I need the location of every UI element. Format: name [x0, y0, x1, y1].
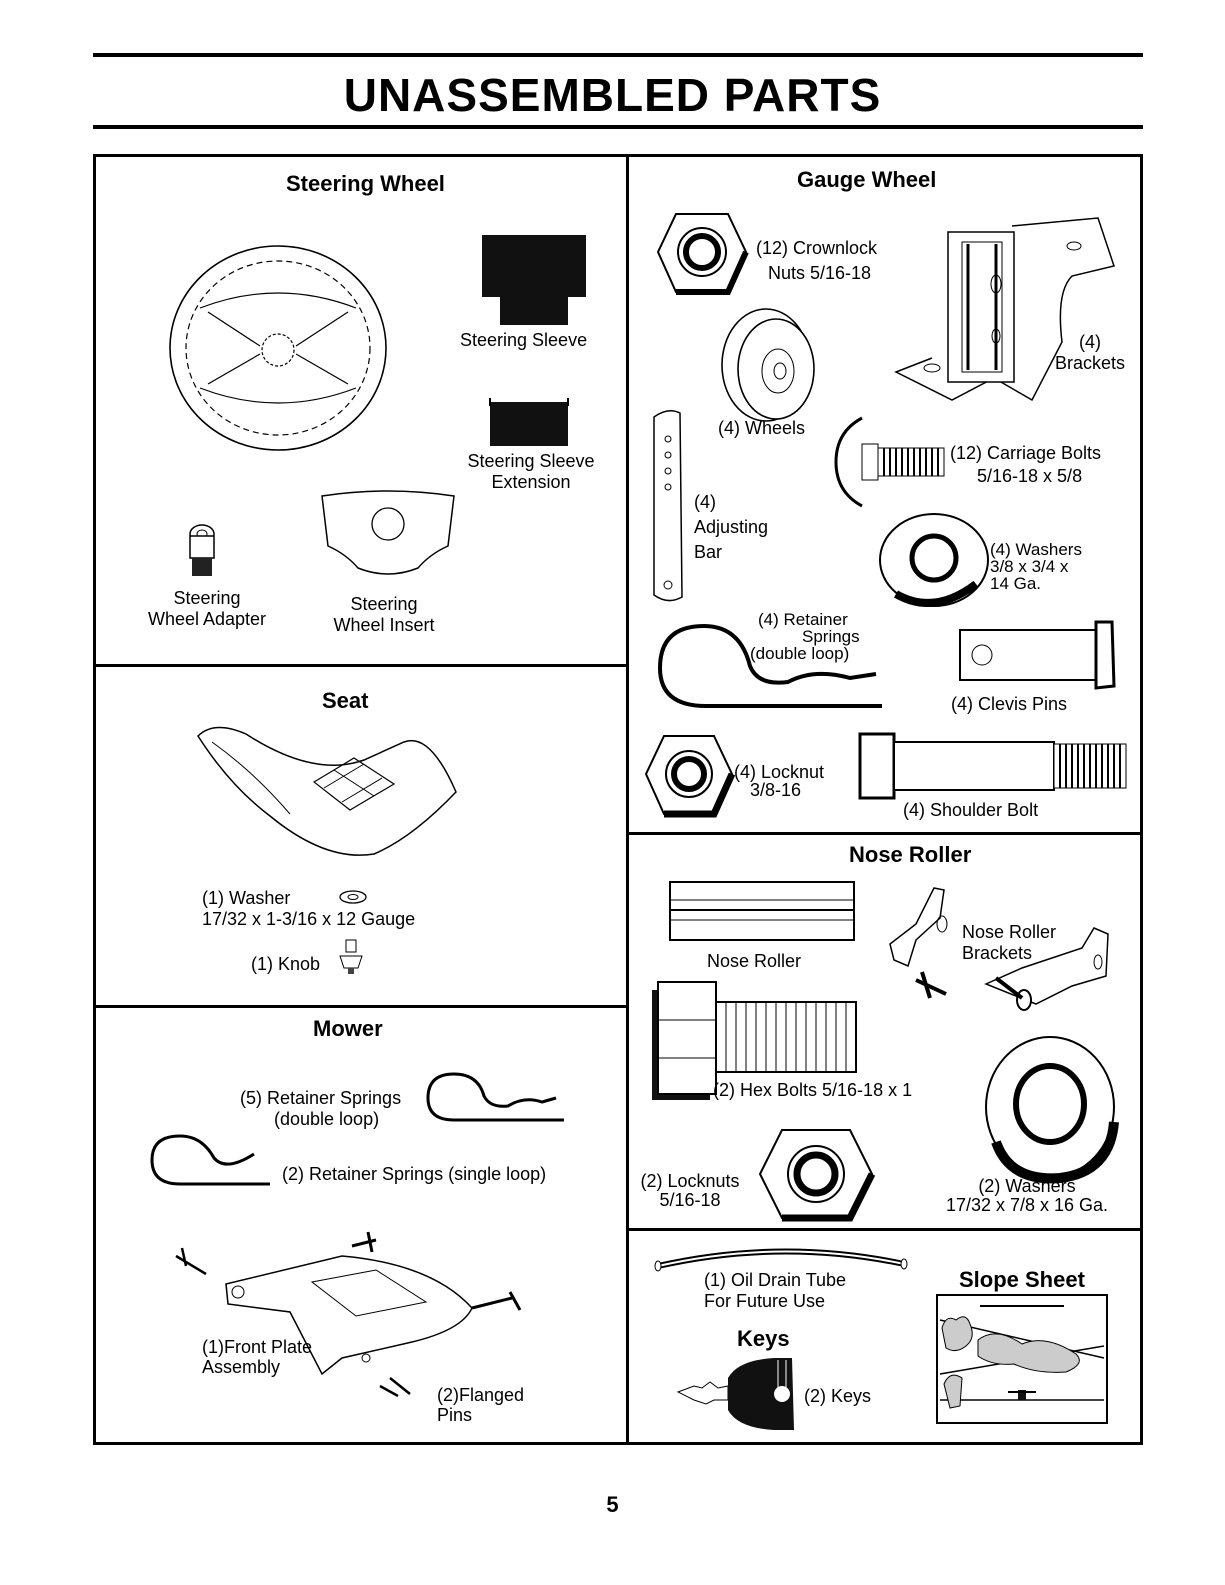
steering-wheel-illustration — [169, 245, 387, 451]
divider-steering-seat — [93, 664, 628, 667]
gauge-wheel-heading: Gauge Wheel — [797, 167, 937, 192]
gauge-bracket-illustration — [894, 217, 1115, 402]
gauge-washer-icon — [879, 513, 989, 607]
steering-sleeve-extension-icon — [489, 398, 569, 446]
seat-heading: Seat — [322, 688, 369, 713]
retainer-spring-double-icon — [426, 1072, 564, 1122]
gauge-wheel-icon — [721, 308, 815, 422]
parts-frame — [93, 154, 1143, 1445]
seat-washer-label: (1) Washer 17/32 x 1-3/16 x 12 Gauge — [202, 888, 416, 929]
seat-illustration — [197, 726, 457, 856]
slope-sheet-illustration — [936, 1294, 1108, 1424]
seat-knob-label: (1) Knob — [251, 954, 321, 974]
oil-drain-tube-label: (1) Oil Drain Tube For Future Use — [704, 1270, 847, 1311]
steering-wheel-insert-icon — [321, 490, 455, 575]
steering-sleeve-icon — [482, 235, 586, 325]
gauge-locknut-label: (4) Locknut 3/8-16 — [734, 762, 825, 800]
divider-seat-mower — [93, 1005, 628, 1008]
gauge-brackets-label: (4) Brackets — [1054, 332, 1126, 373]
steering-wheel-insert-label: Steering Wheel Insert — [333, 594, 435, 635]
crownlock-nuts-label: (12) Crownlock Nuts 5/16-18 — [756, 238, 878, 283]
washer-icon — [339, 890, 367, 904]
mower-retainer-single-label: (2) Retainer Springs (single loop) — [282, 1164, 547, 1184]
nose-washer-icon — [985, 1036, 1119, 1184]
steering-sleeve-label: Steering Sleeve — [460, 330, 588, 350]
front-plate-assembly-label: (1)Front Plate Assembly — [202, 1337, 313, 1377]
gauge-retainer-spring-icon — [657, 623, 882, 708]
front-plate-assembly-illustration — [175, 1231, 522, 1398]
divider-nose-misc — [626, 1228, 1143, 1231]
oil-drain-tube-icon — [654, 1248, 908, 1272]
hex-bolt-icon — [652, 981, 857, 1100]
adjusting-bar-label: (4) Adjusting Bar — [694, 492, 769, 562]
nose-roller-brackets-label: Nose Roller Brackets — [962, 922, 1057, 963]
keys-heading: Keys — [737, 1326, 790, 1351]
nose-roller-icon — [669, 881, 855, 941]
nose-roller-label: Nose Roller — [707, 951, 802, 971]
top-rule — [93, 53, 1143, 57]
title-underline — [93, 125, 1143, 129]
nose-locknuts-label: (2) Locknuts 5/16-18 — [640, 1171, 740, 1210]
nose-roller-heading: Nose Roller — [849, 842, 972, 867]
shoulder-bolt-icon — [858, 732, 1127, 800]
divider-gauge-nose — [626, 832, 1143, 835]
mower-retainer-double-label: (5) Retainer Springs (double loop) — [240, 1088, 402, 1129]
nose-washers-label: (2) Washers 17/32 x 7/8 x 16 Ga. — [945, 1176, 1109, 1215]
hex-bolts-label: (2) Hex Bolts 5/16-18 x 1 — [713, 1080, 913, 1100]
mower-heading: Mower — [313, 1016, 383, 1041]
gauge-locknut-icon — [644, 735, 736, 818]
retainer-spring-single-icon — [150, 1134, 270, 1186]
page-number: 5 — [606, 1492, 619, 1517]
slope-sheet-heading: Slope Sheet — [959, 1267, 1085, 1292]
gauge-washers-label: (4) Washers 3/8 x 3/4 x 14 Ga. — [990, 540, 1082, 593]
clevis-pin-icon — [959, 620, 1116, 690]
carriage-bolt-icon — [834, 416, 945, 508]
steering-wheel-adapter-label: Steering Wheel Adapter — [147, 588, 267, 629]
clevis-pins-label: (4) Clevis Pins — [951, 694, 1068, 714]
nose-roller-brackets-illustration — [889, 887, 1109, 1011]
keys-label: (2) Keys — [804, 1386, 872, 1406]
center-divider — [626, 154, 629, 1445]
flanged-pins-label: (2)Flanged Pins — [437, 1385, 525, 1425]
key-icon — [676, 1358, 794, 1430]
knob-icon — [339, 939, 363, 974]
steering-sleeve-extension-label: Steering Sleeve Extension — [467, 451, 595, 492]
gauge-retainer-springs-label: (4) Retainer Springs (double loop) — [750, 610, 860, 663]
page-title: UNASSEMBLED PARTS — [343, 69, 882, 121]
crownlock-nut-icon — [656, 213, 749, 295]
carriage-bolts-label: (12) Carriage Bolts 5/16-18 x 5/8 — [950, 443, 1102, 486]
steering-wheel-heading: Steering Wheel — [286, 171, 445, 196]
nose-locknut-icon — [758, 1129, 876, 1222]
gauge-wheels-label: (4) Wheels — [718, 418, 806, 438]
steering-wheel-adapter-icon — [189, 524, 215, 576]
shoulder-bolt-label: (4) Shoulder Bolt — [903, 800, 1039, 820]
adjusting-bar-icon — [653, 410, 683, 602]
